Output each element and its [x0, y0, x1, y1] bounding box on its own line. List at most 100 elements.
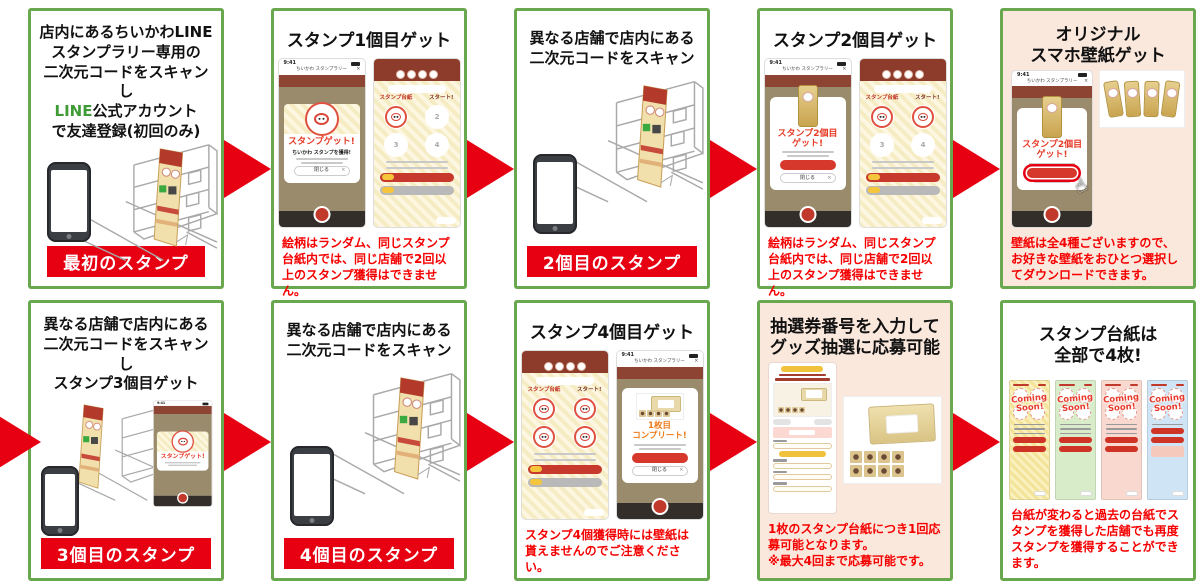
small-pill-button	[583, 509, 604, 517]
step5-instructions: 異なる店舗で店内にある 二次元コードをスキャンし スタンプ3個目ゲット	[43, 315, 209, 393]
entry-button	[379, 185, 454, 195]
steps-row-2: 異なる店舗で店内にある 二次元コードをスキャンし スタンプ3個目ゲット	[28, 300, 1196, 581]
empty-slot-3: 3	[384, 132, 408, 157]
battery-icon	[1078, 73, 1088, 77]
step7-panel: スタンプ4個目ゲット スタンプ台紙スタート!	[514, 300, 710, 581]
placeholder-text-line	[781, 151, 834, 154]
stamp2-popup-screenshot: 9:41 ちいかわ スタンプラリー× スタンプ2個目ゲット! 閉じる×	[763, 58, 852, 229]
step1-label: 最初のスタンプ	[47, 246, 205, 277]
step3-illustration	[525, 69, 704, 246]
close-icon: ×	[694, 358, 699, 365]
placeholder-text-line	[633, 443, 686, 446]
lottery-number-banner	[773, 426, 832, 438]
stamp-card-screenshot: スタンプ台紙 スタート! 3 4	[858, 58, 947, 229]
app-footer-bar	[1012, 210, 1093, 227]
step3-panel: 異なる店舗で店内にある 二次元コードをスキャン	[514, 8, 710, 289]
step6-instructions: 異なる店舗で店内にある 二次元コードをスキャン	[286, 321, 452, 359]
info-pill	[535, 377, 594, 386]
lottery-panel: 抽選券番号を入力して グッズ抽選に応募可能	[757, 300, 953, 581]
lottery-title: 抽選券番号を入力して グッズ抽選に応募可能	[770, 317, 940, 359]
step2-panel: スタンプ1個目ゲット 9:41 ちいかわ スタンプラリー × スタンプゲット! ち…	[271, 8, 467, 298]
campaign-banner	[373, 59, 460, 82]
smartphone-illustration	[47, 162, 91, 242]
placeholder-text-line	[779, 373, 826, 376]
popup-subtitle: ちいかわ スタンプを獲得!	[292, 149, 351, 156]
app-header-title: ちいかわ スタンプラリー	[1026, 78, 1078, 84]
placeholder-text-line	[533, 452, 596, 455]
step2-title: スタンプ1個目ゲット	[286, 31, 452, 51]
smartphone-illustration	[290, 446, 334, 526]
wallpaper-title: オリジナル スマホ壁紙ゲット	[1030, 25, 1166, 67]
flow-arrow-icon	[710, 140, 757, 198]
step1-panel: 店内にあるちいかわLINE スタンプラリー専用の 二次元コードをスキャンし LI…	[28, 8, 224, 289]
step6-panel: 異なる店舗で店内にある 二次元コードをスキャン	[271, 300, 467, 581]
wallpaper-note: 壁紙は全4種ございますので、お好きな壁紙をおひとつ選択してダウンロードできます。	[1011, 235, 1179, 282]
step4-panel: スタンプ2個目ゲット 9:41 ちいかわ スタンプラリー× スタンプ2個目ゲット…	[757, 8, 953, 298]
step3-label: 2個目のスタンプ	[526, 246, 698, 277]
steps-row-1: 店内にあるちいかわLINE スタンプラリー専用の 二次元コードをスキャンし LI…	[28, 8, 1196, 298]
stamp-get-popup-screenshot: 9:41 ちいかわ スタンプラリー × スタンプゲット! ちいかわ スタンプを獲得…	[277, 58, 366, 229]
stamp-get-card: スタンプゲット! ちいかわ スタンプを獲得! 閉じる×	[283, 102, 360, 183]
flow-arrow-icon	[953, 140, 1000, 198]
store-shelf-illustration	[68, 143, 218, 261]
step5-illustration: 9:41 スタンプゲット!	[39, 394, 213, 538]
step3-instructions: 異なる店舗で店内にある 二次元コードをスキャン	[529, 29, 695, 67]
wallpaper-download-button	[779, 160, 836, 171]
entry-field	[773, 482, 832, 492]
stamp-slots	[526, 396, 604, 449]
flow-arrow-icon	[224, 140, 271, 198]
entry-field	[773, 439, 832, 449]
step4-note: 絵柄はランダム、同じスタンプ台紙内では、同じ店舗で2回以上のスタンプ獲得はできま…	[768, 236, 936, 299]
prize-photo-thumbnail	[773, 382, 832, 417]
step2-note: 絵柄はランダム、同じスタンプ台紙内では、同じ店舗で2回以上のスタンプ獲得はできま…	[282, 236, 450, 299]
qr-code-icon	[652, 124, 661, 133]
stamp-slots: 2 3 4	[378, 104, 456, 157]
card-title: スタンプ台紙	[865, 95, 899, 102]
wallpaper-preview	[797, 84, 818, 127]
app-footer-bar	[616, 503, 703, 520]
empty-slot-3: 3	[870, 132, 894, 157]
step6-illustration	[282, 361, 461, 538]
stamp-seal-icon	[574, 397, 596, 420]
placeholder-text-line	[786, 155, 829, 158]
placeholder-text-line	[871, 160, 934, 163]
qr-code-icon	[91, 437, 98, 445]
close-button: 閉じる×	[779, 173, 836, 184]
qr-banner-stand	[78, 404, 104, 489]
wallpaper-popup-screenshot: 9:41 ちいかわ スタンプラリー× スタンプ2個目ゲット!	[1011, 69, 1094, 228]
step2-screenshots: 9:41 ちいかわ スタンプラリー × スタンプゲット! ちいかわ スタンプを獲得…	[277, 58, 461, 229]
qr-code-icon	[168, 186, 177, 195]
smartphone-illustration	[533, 154, 577, 234]
line-qr-icon	[399, 415, 408, 423]
status-time: 9:41	[283, 60, 296, 67]
start-text: スタート!	[914, 95, 940, 102]
entry-field	[773, 470, 832, 480]
app-footer-bar	[764, 211, 851, 228]
step6-label: 4個目のスタンプ	[283, 538, 455, 569]
prize-photo-thumbnail	[635, 393, 684, 421]
stamp-seal-icon	[533, 425, 555, 448]
complete-card: 1枚目コンプリート! 閉じる×	[621, 388, 698, 483]
wallpaper-thumb	[1123, 80, 1142, 117]
status-time: 9:41	[621, 352, 634, 359]
store-shelf-illustration	[305, 372, 461, 495]
wallpaper-button	[379, 172, 454, 182]
lottery-content	[768, 361, 942, 514]
close-icon: ×	[356, 66, 361, 73]
store-shelf-illustration	[548, 80, 704, 203]
wallpaper-thumbnails	[1099, 69, 1185, 128]
placeholder-text-line	[385, 166, 448, 169]
app-header-title: ちいかわ スタンプラリー	[296, 67, 347, 73]
placeholder-text-line	[168, 464, 198, 466]
info-pill	[387, 85, 446, 94]
stamp-slots: 3 4	[864, 104, 942, 157]
cards-note: 台紙が変わると過去の台紙でスタンプを獲得した店舗でも再度スタンプを獲得することが…	[1011, 507, 1180, 570]
qr-banner-stand	[153, 148, 189, 247]
small-pill-button	[921, 217, 942, 225]
flow-arrow-icon	[467, 140, 514, 198]
prize-photo	[842, 395, 942, 484]
campaign-banner	[859, 59, 946, 82]
stamp-seal-icon	[304, 102, 339, 137]
entry-form-screenshot	[768, 361, 837, 514]
